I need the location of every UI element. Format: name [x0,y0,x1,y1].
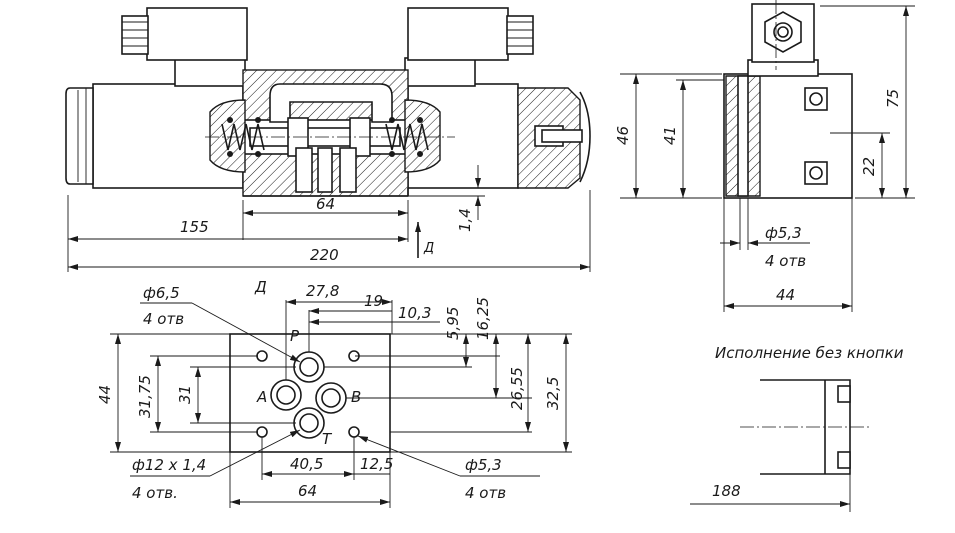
dim-64-plate: 64 [298,482,317,500]
dim-5-3-plate: ф5,3 [465,456,502,474]
dim-41: 41 [661,126,679,145]
dim-19: 19 [364,292,383,310]
dim-31-75: 31,75 [136,375,154,418]
holes-side-label: 4 отв [765,252,806,270]
view-title: Д [254,278,267,296]
port-b-label: B [351,388,361,406]
holes-12: 4 отв. [132,484,178,502]
dim-75: 75 [884,89,902,108]
left-connector-base [174,57,246,87]
port-t-label: T [322,430,333,448]
right-connector-base [404,57,476,87]
dim-16-25: 16,25 [474,297,492,340]
dim-22: 22 [860,157,878,176]
dim-46: 46 [614,126,632,145]
dim-10-3: 10,3 [398,304,431,322]
dim-1-4: 1,4 [456,208,474,232]
dim-12x1-4: ф12 х 1,4 [132,456,206,474]
holes-6-5: 4 отв [143,310,184,328]
dim-26-55: 26,55 [508,367,526,410]
dim-32-5: 32,5 [544,377,562,410]
dim-40-5: 40,5 [290,455,323,473]
dim-12-5: 12,5 [360,455,393,473]
dim-6-5: ф6,5 [143,284,180,302]
mounting-plate-dimensions: 27,8 19 10,3 5,95 16,25 26,55 32,5 44 31… [96,282,572,508]
dim-44-plate: 44 [96,385,114,404]
dim-44-side: 44 [776,286,795,304]
side-view-dimensions: 46 41 75 22 44 ф5,3 4 отв [614,5,915,312]
dim-64-top: 64 [316,195,335,213]
holes-5-3: 4 отв [465,484,506,502]
view-arrow-label: Д [423,241,434,256]
dim-31: 31 [176,385,194,404]
port-a-label: A [256,388,267,406]
left-connector [146,7,248,61]
dim-5-95: 5,95 [444,307,462,340]
left-end-cap [65,87,94,185]
dim-220: 220 [310,246,339,264]
side-view [723,0,853,199]
dim-188: 188 [712,482,741,500]
variant-view: Исполнение без кнопки 188 [690,344,904,512]
right-connector [407,7,509,61]
variant-title: Исполнение без кнопки [715,344,904,362]
dim-27-8: 27,8 [306,282,339,300]
front-view [65,7,591,197]
dim-5-3-side: ф5,3 [765,224,802,242]
front-view-dimensions: 64 155 220 1,4 Д [67,165,591,272]
dim-155: 155 [180,218,209,236]
port-p-label: P [290,327,300,345]
